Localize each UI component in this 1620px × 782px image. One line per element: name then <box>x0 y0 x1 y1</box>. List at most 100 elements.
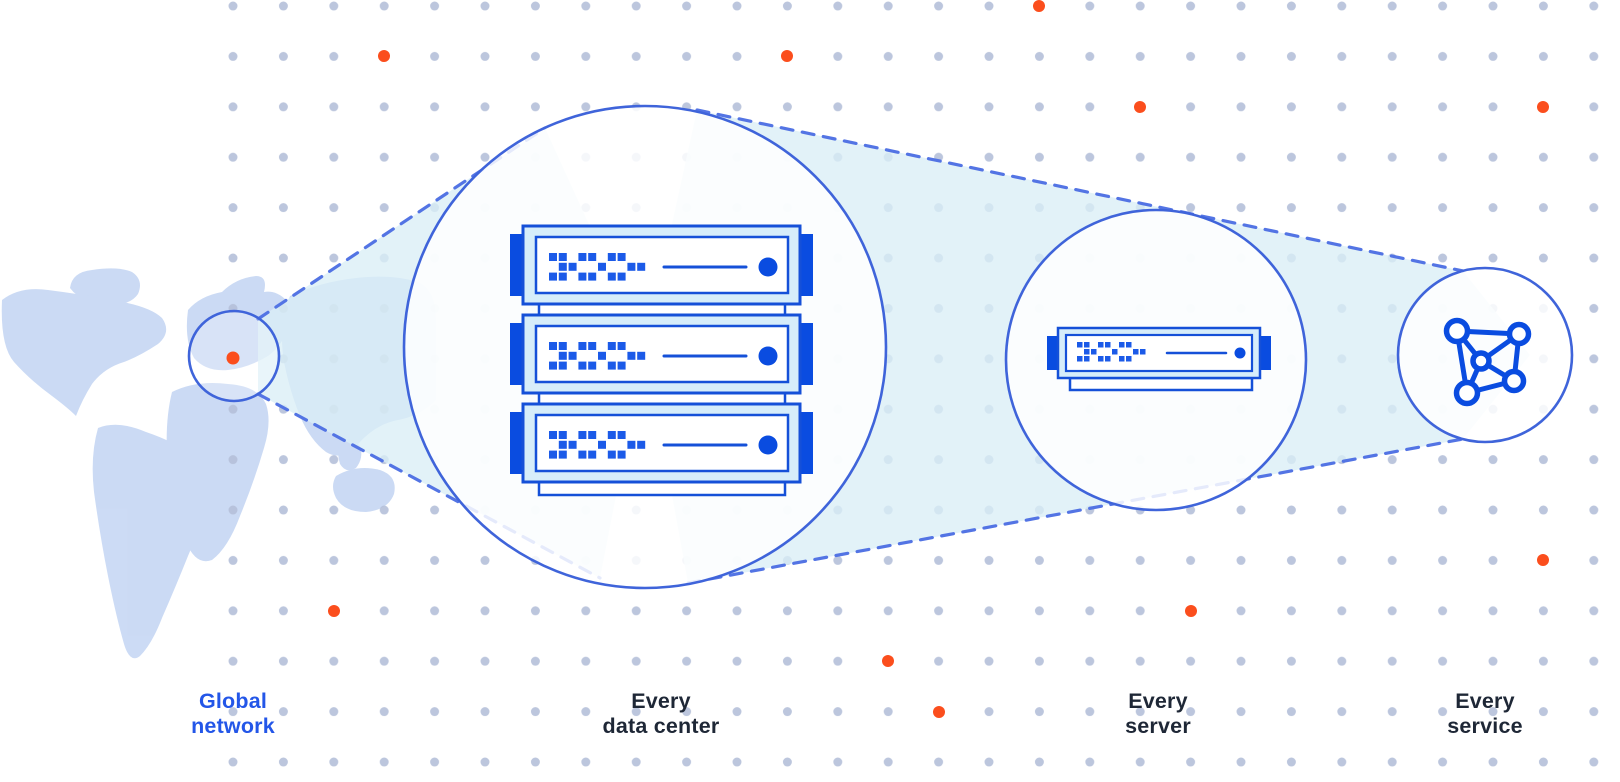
label-every-server: Every server <box>1125 689 1191 738</box>
dashed-line-bottom-right <box>686 437 1465 585</box>
orange-dot <box>882 655 894 667</box>
vent-square <box>617 450 626 459</box>
server-unit-1 <box>510 224 813 317</box>
vent-square <box>568 440 577 449</box>
vent-square <box>558 450 567 459</box>
server-unit-3 <box>510 402 813 497</box>
vent-square <box>568 262 577 271</box>
label-line: network <box>191 713 275 738</box>
vent-square <box>1119 356 1125 362</box>
vent-square <box>607 431 616 439</box>
vent-square <box>1077 342 1083 348</box>
vent-square <box>617 272 626 281</box>
vent-square <box>549 431 557 439</box>
server-unit-2 <box>510 313 813 406</box>
vent-square <box>588 450 597 459</box>
vent-square <box>1091 349 1097 355</box>
orange-dot <box>328 605 340 617</box>
server-vents <box>1077 342 1146 362</box>
vent-square <box>1084 356 1090 362</box>
vent-square <box>1133 349 1139 355</box>
label-line: Every <box>1128 689 1188 713</box>
vent-square <box>558 431 567 439</box>
vent-square <box>607 361 616 370</box>
vent-square <box>617 431 626 439</box>
orange-dot <box>378 50 390 62</box>
server-led <box>758 257 778 277</box>
label-every-data-center: Every data center <box>603 689 720 738</box>
mesh-node-center <box>1470 350 1492 372</box>
vent-square <box>578 450 587 459</box>
server-led <box>758 435 778 455</box>
vent-square <box>598 351 606 360</box>
server-rack-icon <box>510 224 813 497</box>
vent-square <box>1084 349 1090 355</box>
label-global-network: Global network <box>191 689 275 738</box>
vent-square <box>617 253 626 261</box>
vent-square <box>617 342 626 350</box>
server-led <box>758 346 778 366</box>
vent-square <box>578 342 587 350</box>
label-line: Every <box>1455 689 1515 713</box>
vent-square <box>558 272 567 281</box>
server-vents <box>549 342 646 370</box>
server-vents <box>549 253 646 281</box>
label-every-service: Every service <box>1447 689 1523 738</box>
vent-square <box>607 342 616 350</box>
vent-square <box>607 450 616 459</box>
vent-square <box>578 361 587 370</box>
label-line: server <box>1125 713 1191 738</box>
vent-square <box>578 253 587 261</box>
map-location-dot <box>226 351 240 365</box>
vent-square <box>637 351 646 360</box>
vent-square <box>1112 349 1118 355</box>
orange-dot <box>1033 0 1045 12</box>
vent-square <box>549 272 557 281</box>
vent-square <box>1105 356 1111 362</box>
vent-square <box>588 361 597 370</box>
vent-square <box>627 351 636 360</box>
label-line: data center <box>602 713 720 738</box>
vent-square <box>637 262 646 271</box>
single-server-icon <box>1047 326 1271 392</box>
vent-square <box>627 262 636 271</box>
vent-square <box>558 262 567 271</box>
orange-dot <box>1185 605 1197 617</box>
vent-square <box>568 351 577 360</box>
vent-square <box>598 262 606 271</box>
vent-square <box>637 440 646 449</box>
vent-square <box>558 440 567 449</box>
vent-square <box>1126 342 1132 348</box>
vent-square <box>617 361 626 370</box>
orange-dot <box>781 50 793 62</box>
vent-square <box>588 431 597 439</box>
vent-square <box>627 440 636 449</box>
vent-square <box>549 342 557 350</box>
orange-accent-dots <box>328 0 1549 718</box>
vent-square <box>558 342 567 350</box>
vent-square <box>1084 342 1090 348</box>
dashed-line-top-right <box>695 108 1465 273</box>
vent-square <box>588 272 597 281</box>
vent-square <box>1140 349 1146 355</box>
vent-square <box>558 361 567 370</box>
vent-square <box>549 253 557 261</box>
vent-square <box>558 351 567 360</box>
vent-square <box>1098 342 1104 348</box>
network-mesh-icon <box>1443 317 1532 407</box>
label-line: Global <box>198 689 268 713</box>
mesh-node <box>1443 317 1471 345</box>
vent-square <box>1105 342 1111 348</box>
vent-square <box>1119 342 1125 348</box>
mesh-node <box>1506 321 1532 347</box>
vent-square <box>1126 356 1132 362</box>
label-line: service <box>1447 713 1523 738</box>
vent-square <box>607 253 616 261</box>
orange-dot <box>1134 101 1146 113</box>
orange-dot <box>1537 554 1549 566</box>
landmass-north-america <box>1 289 167 416</box>
vent-square <box>598 440 606 449</box>
vent-square <box>549 361 557 370</box>
